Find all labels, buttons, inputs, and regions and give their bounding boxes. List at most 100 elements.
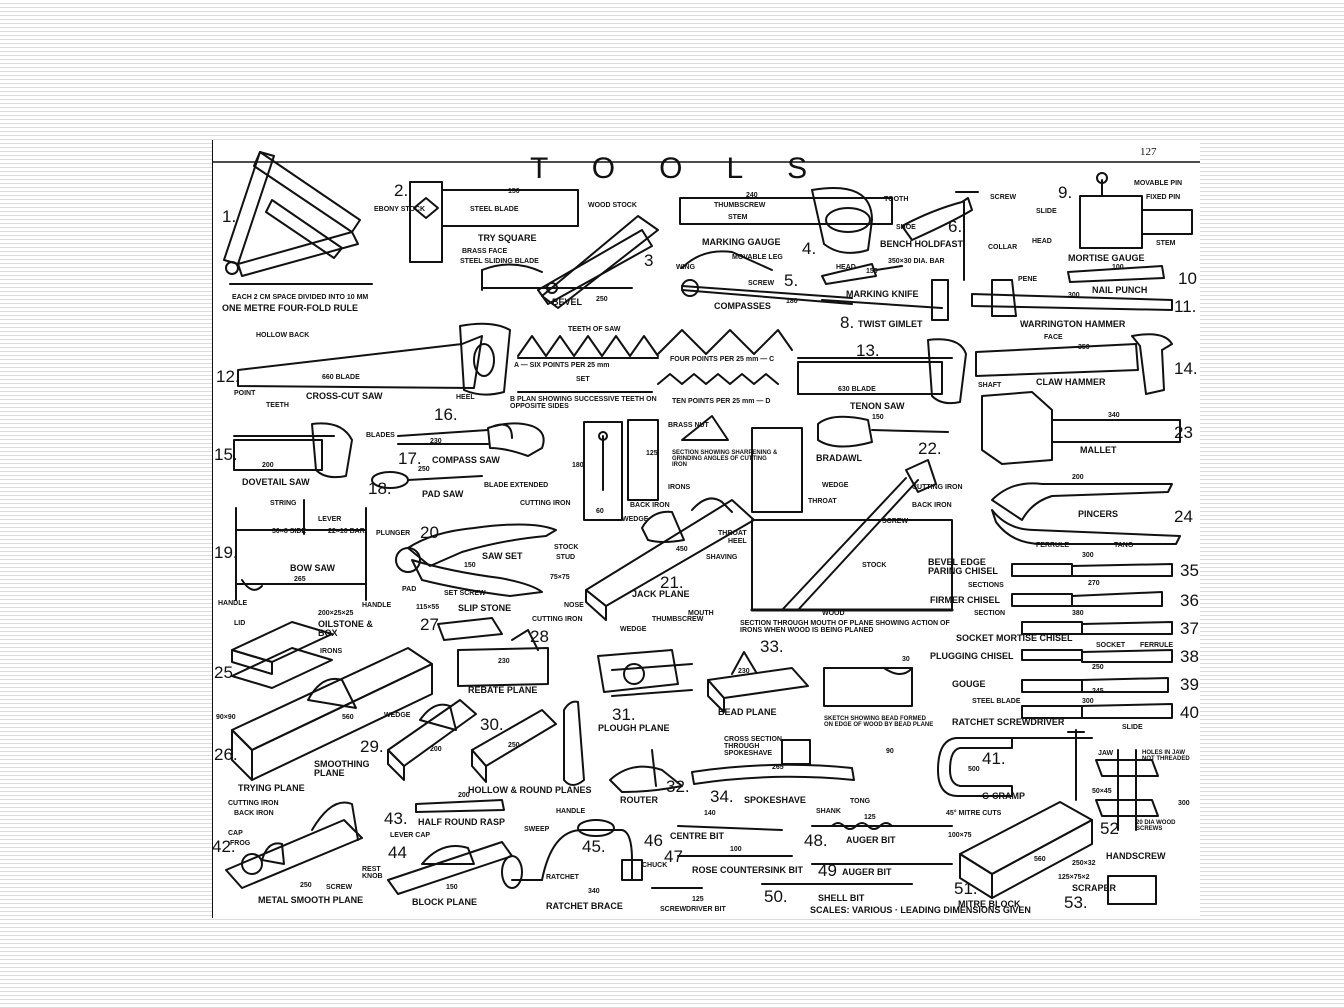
oilstone-drawing: [231, 621, 333, 689]
mitre-block-drawing: [959, 801, 1093, 899]
rule-note: EACH 2 CM SPACE DIVIDED INTO 10 MM: [232, 294, 369, 301]
annotation-handscrew-jaw: 50×45: [1092, 788, 1112, 795]
annotation-block-dim: 150: [446, 884, 458, 891]
annotation-screwdriver-dim: 125: [692, 896, 704, 903]
tool-label-28: REBATE PLANE: [468, 685, 538, 695]
annotation-brass-face: BRASS FACE: [462, 248, 508, 255]
tool-label-9: MORTISE GAUGE: [1068, 253, 1145, 263]
annotation-back-iron: BACK IRON: [630, 502, 670, 509]
annotation-bead-dim: 230: [738, 668, 750, 675]
tool-label-14: CLAW HAMMER: [1036, 377, 1106, 387]
annotation-scraper-dim: 125×75×2: [1058, 874, 1090, 881]
tool-label-29: SMOOTHING PLANE: [314, 759, 370, 778]
ratchet-brace-drawing: [501, 819, 643, 889]
tool-label-30: HOLLOW & ROUND PLANES: [468, 785, 592, 795]
annotation-iron-rebate: CUTTING IRON: [532, 616, 583, 623]
annotation-bow-lever: 22×10 BAR: [328, 528, 365, 535]
bench-holdfast-drawing: [901, 191, 979, 281]
tool-label-3: BEVEL: [552, 297, 583, 307]
annotation-lid: LID: [234, 620, 246, 627]
marking-gauge-drawing: [679, 187, 893, 254]
annotation-mitre-end: 250×32: [1072, 860, 1096, 867]
annotation-mitre-dim: 560: [1034, 856, 1046, 863]
mouth-section-diagram: [750, 459, 954, 612]
tool-number-10: 10: [1178, 269, 1197, 288]
tool-number-16: 16.: [434, 405, 458, 424]
annotation-blade-40: STEEL BLADE: [972, 698, 1021, 705]
annotation-screw: SCREW: [748, 280, 775, 287]
annotation-back-iron-42: BACK IRON: [234, 810, 274, 817]
tool-number-8: 8.: [840, 313, 855, 332]
annotation-centre-bit-dim: 140: [704, 810, 716, 817]
annotation-iron-width: 60: [596, 508, 604, 515]
tool-label-2: TRY SQUARE: [478, 233, 537, 243]
annotation-stock-section: STOCK: [862, 562, 887, 569]
annotation-metal-smooth-dim: 250: [300, 882, 312, 889]
tool-number-19: 19.: [214, 543, 238, 562]
tenon-saw-drawing: [797, 338, 967, 405]
annotation-warrington-dim: 300: [1068, 292, 1080, 299]
tool-number-3: 3: [644, 251, 654, 270]
tool-label-24: PINCERS: [1078, 509, 1119, 519]
saw-teeth-diagram: [517, 329, 793, 393]
tool-label-13: TENON SAW: [850, 401, 905, 411]
annotation-saw-set-dim: 150: [464, 562, 476, 569]
tool-number-43: 43.: [384, 809, 408, 828]
annotation-chuck: CHUCK: [642, 862, 668, 869]
annotation-steel-blade: STEEL BLADE: [470, 206, 519, 213]
tool-label-41: G-CRAMP: [982, 791, 1025, 801]
annotation-oilstone-dim: 200×25×25: [318, 610, 354, 617]
tool-number-15: 15.: [214, 445, 238, 464]
annotation-dovetail-dim: 200: [262, 462, 274, 469]
annotation-cutting-iron-42: CUTTING IRON: [228, 800, 279, 807]
annotation-heel: HEEL: [456, 394, 475, 401]
annotation-bow-dim: 265: [294, 576, 306, 583]
tool-label-25: OILSTONE & BOX: [318, 619, 373, 638]
annotation-claw-dim: 350: [1078, 344, 1090, 351]
annotation-ferrule: FERRULE: [1036, 542, 1070, 549]
annotation-stem-mortise: STEM: [1156, 240, 1176, 247]
tool-number-36: 36: [1180, 591, 1199, 610]
tool-number-51: 51.: [954, 879, 978, 898]
tool-number-48: 48.: [804, 831, 828, 850]
tool-number-2: 2.: [394, 181, 409, 200]
slip-stone-drawing: [437, 617, 503, 641]
annotation-wing: WING: [676, 264, 696, 271]
annotation-screwdriver-bit: SCREWDRIVER BIT: [660, 906, 726, 913]
tool-number-35: 35: [1180, 561, 1199, 580]
tool-number-12: 12.: [216, 367, 240, 386]
annotation-collar: COLLAR: [988, 244, 1018, 251]
annotation-wedge: WEDGE: [622, 516, 649, 523]
annotation-spokeshave-tong-dim: 90: [886, 748, 894, 755]
annotation-heel-section: HEEL: [728, 538, 747, 545]
annotation-head: HEAD: [836, 264, 856, 271]
tool-number-41: 41.: [982, 749, 1006, 768]
tool-number-22: 22.: [918, 439, 942, 458]
annotation-chisel-39-dim: 245: [1092, 688, 1104, 695]
try-square-drawing: [409, 181, 579, 263]
tool-number-23: 23: [1174, 423, 1193, 442]
annotation-bar: 350×30 DIA. BAR: [888, 258, 945, 265]
annotation-chisel-40-dim: 300: [1082, 698, 1094, 705]
nail-punch-drawing: [1067, 265, 1165, 283]
tool-number-13: 13.: [856, 341, 880, 360]
annotation-brass-nut: BRASS NUT: [668, 422, 709, 429]
tool-label-4: MARKING GAUGE: [702, 237, 781, 247]
tool-label-36: FIRMER CHISEL: [930, 595, 1001, 605]
annotation-jack-dim: 450: [676, 546, 688, 553]
annotation-plan-note: B PLAN SHOWING SUCCESSIVE TEETH ON OPPOS…: [510, 396, 657, 410]
plane-iron-diagram: [583, 415, 803, 521]
tool-label-37: SOCKET MORTISE CHISEL: [956, 633, 1073, 643]
annotation-thumbscrew: THUMBSCREW: [714, 202, 766, 209]
tool-label-21: JACK PLANE: [632, 589, 690, 599]
annotation-bradawl-dim: 150: [872, 414, 884, 421]
annotation-mallet-dim: 340: [1108, 412, 1120, 419]
annotation-handle-left: HANDLE: [218, 600, 248, 607]
annotation-teeth-of-saw: TEETH OF SAW: [568, 326, 621, 333]
plate-footer: SCALES: VARIOUS · LEADING DIMENSIONS GIV…: [810, 905, 1031, 915]
annotation-set: SET: [576, 376, 590, 383]
tool-number-53: 53.: [1064, 893, 1088, 912]
tool-number-20: 20: [420, 523, 439, 542]
annotation-slide-40: SLIDE: [1122, 724, 1143, 731]
tool-number-9: 9.: [1058, 183, 1073, 202]
